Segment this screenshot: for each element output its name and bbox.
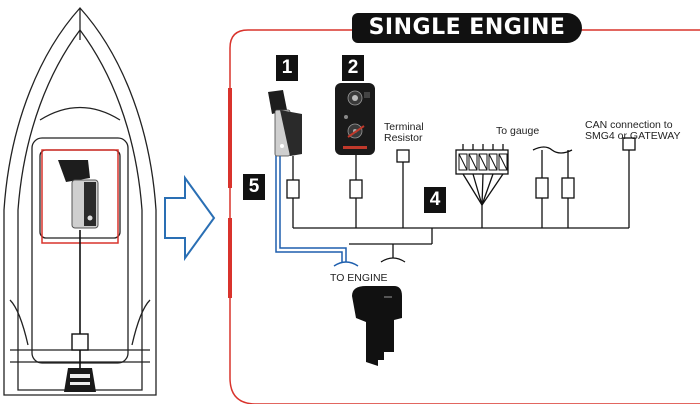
can-backbone bbox=[292, 198, 629, 263]
boat-control-lever bbox=[58, 160, 99, 229]
blue-wires bbox=[275, 156, 359, 267]
gauge-connectors bbox=[455, 144, 509, 228]
switch-panel bbox=[335, 83, 375, 155]
callout-2: 2 bbox=[342, 55, 364, 81]
left-seat bbox=[9, 299, 29, 346]
device-drops bbox=[292, 150, 630, 228]
boat-outboard-engine bbox=[64, 368, 96, 392]
terminal-resistor-label: Terminal Resistor bbox=[384, 121, 424, 144]
engine-icon bbox=[352, 286, 402, 366]
bow-deck bbox=[39, 106, 121, 121]
right-seat bbox=[131, 299, 151, 346]
remote-control-lever bbox=[268, 90, 302, 157]
callout-4: 4 bbox=[424, 187, 446, 213]
callout-1: 1 bbox=[276, 55, 298, 81]
to-engine-label: TO ENGINE bbox=[330, 272, 388, 284]
to-gauge-label: To gauge bbox=[496, 125, 540, 137]
diagram-title: SINGLE ENGINE bbox=[352, 13, 582, 43]
boat-hull-outer bbox=[3, 7, 157, 396]
big-arrow-icon bbox=[164, 174, 216, 262]
panel-border bbox=[229, 29, 700, 405]
panel-left-bar bbox=[228, 88, 232, 188]
panel-left-bar-2 bbox=[228, 218, 232, 298]
connectors bbox=[286, 137, 636, 199]
callout-5: 5 bbox=[243, 174, 265, 200]
can-connection-label: CAN connection to SMG4 or GATEWAY bbox=[585, 119, 681, 142]
gauge-bracket bbox=[532, 146, 573, 228]
boat-junction-box bbox=[71, 333, 89, 351]
